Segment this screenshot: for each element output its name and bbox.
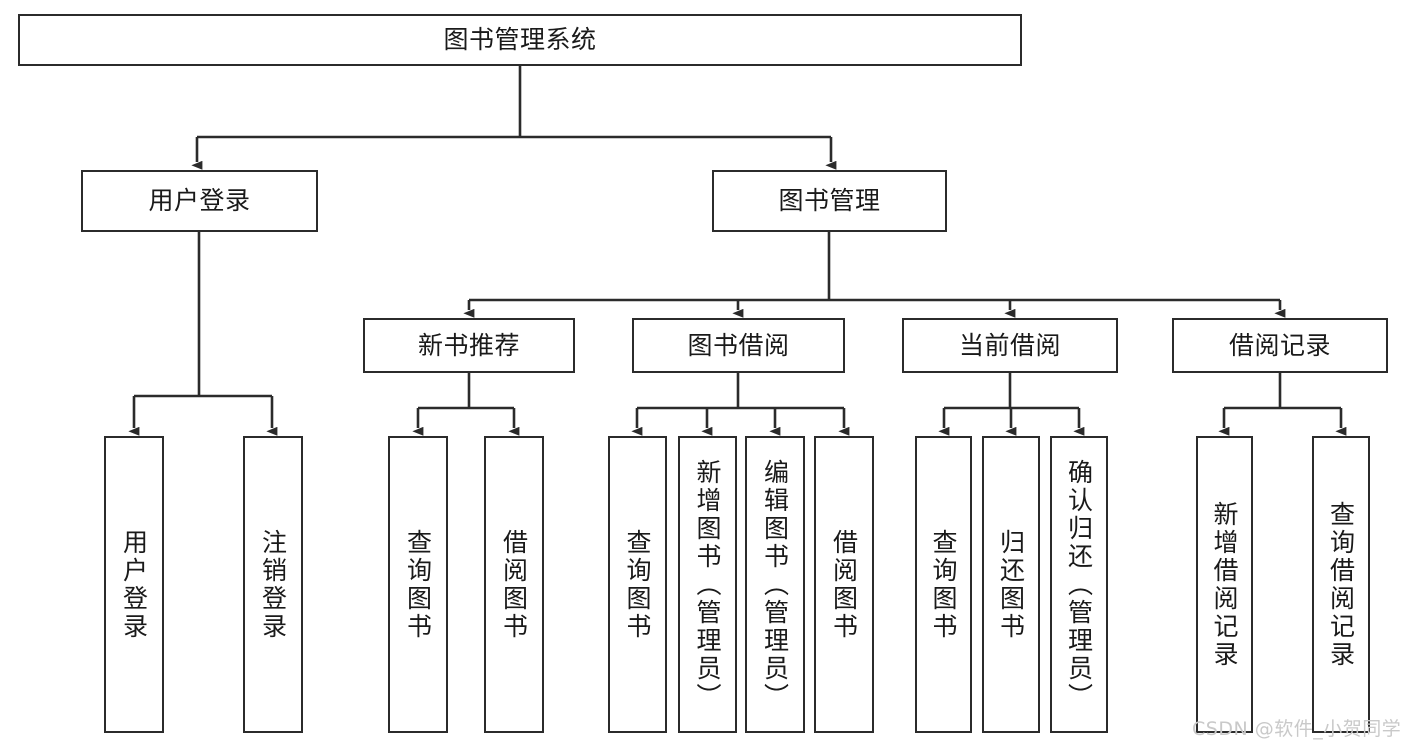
- node-label: 图书借阅: [687, 330, 790, 360]
- leaf-add-record[interactable]: 新增借阅记录: [1196, 436, 1253, 733]
- leaf-query-book-2[interactable]: 查询图书: [608, 436, 667, 733]
- node-new-book-recommend[interactable]: 新书推荐: [363, 318, 575, 373]
- leaf-query-record[interactable]: 查询借阅记录: [1312, 436, 1370, 733]
- node-label: 查询图书: [403, 528, 433, 641]
- node-label: 注销登录: [258, 528, 288, 641]
- node-user-login[interactable]: 用户登录: [81, 170, 318, 232]
- node-root-system[interactable]: 图书管理系统: [18, 14, 1022, 66]
- leaf-confirm-return[interactable]: 确认归还（管理员）: [1050, 436, 1108, 733]
- node-book-borrow[interactable]: 图书借阅: [632, 318, 845, 373]
- leaf-edit-book[interactable]: 编辑图书（管理员）: [745, 436, 805, 733]
- leaf-add-book[interactable]: 新增图书（管理员）: [678, 436, 737, 733]
- leaf-logout[interactable]: 注销登录: [243, 436, 303, 733]
- leaf-query-book-3[interactable]: 查询图书: [915, 436, 972, 733]
- leaf-return-book[interactable]: 归还图书: [982, 436, 1040, 733]
- node-book-manage[interactable]: 图书管理: [712, 170, 947, 232]
- node-label: 查询图书: [929, 528, 958, 641]
- leaf-borrow-book-2[interactable]: 借阅图书: [814, 436, 874, 733]
- node-label: 图书管理: [778, 186, 881, 216]
- csdn-watermark: CSDN @软件_小贺同学: [1192, 718, 1402, 740]
- node-label: 归还图书: [996, 528, 1026, 641]
- node-label: 借阅图书: [499, 528, 529, 641]
- node-label: 当前借阅: [958, 330, 1061, 360]
- node-label: 新书推荐: [417, 330, 520, 360]
- node-label: 编辑图书（管理员）: [760, 458, 790, 711]
- node-borrow-record[interactable]: 借阅记录: [1172, 318, 1388, 373]
- node-label: 查询图书: [623, 528, 652, 641]
- node-label: 新增借阅记录: [1210, 500, 1239, 669]
- leaf-borrow-book-1[interactable]: 借阅图书: [484, 436, 544, 733]
- node-label: 确认归还（管理员）: [1064, 458, 1094, 711]
- leaf-query-book-1[interactable]: 查询图书: [388, 436, 448, 733]
- node-label: 新增图书（管理员）: [693, 458, 722, 711]
- node-label: 用户登录: [148, 186, 251, 216]
- node-label: 查询借阅记录: [1326, 500, 1356, 669]
- node-label: 借阅记录: [1228, 330, 1331, 360]
- node-label: 图书管理系统: [443, 25, 597, 55]
- node-current-borrow[interactable]: 当前借阅: [902, 318, 1118, 373]
- leaf-user-login[interactable]: 用户登录: [104, 436, 164, 733]
- node-label: 用户登录: [119, 528, 149, 641]
- node-label: 借阅图书: [829, 528, 859, 641]
